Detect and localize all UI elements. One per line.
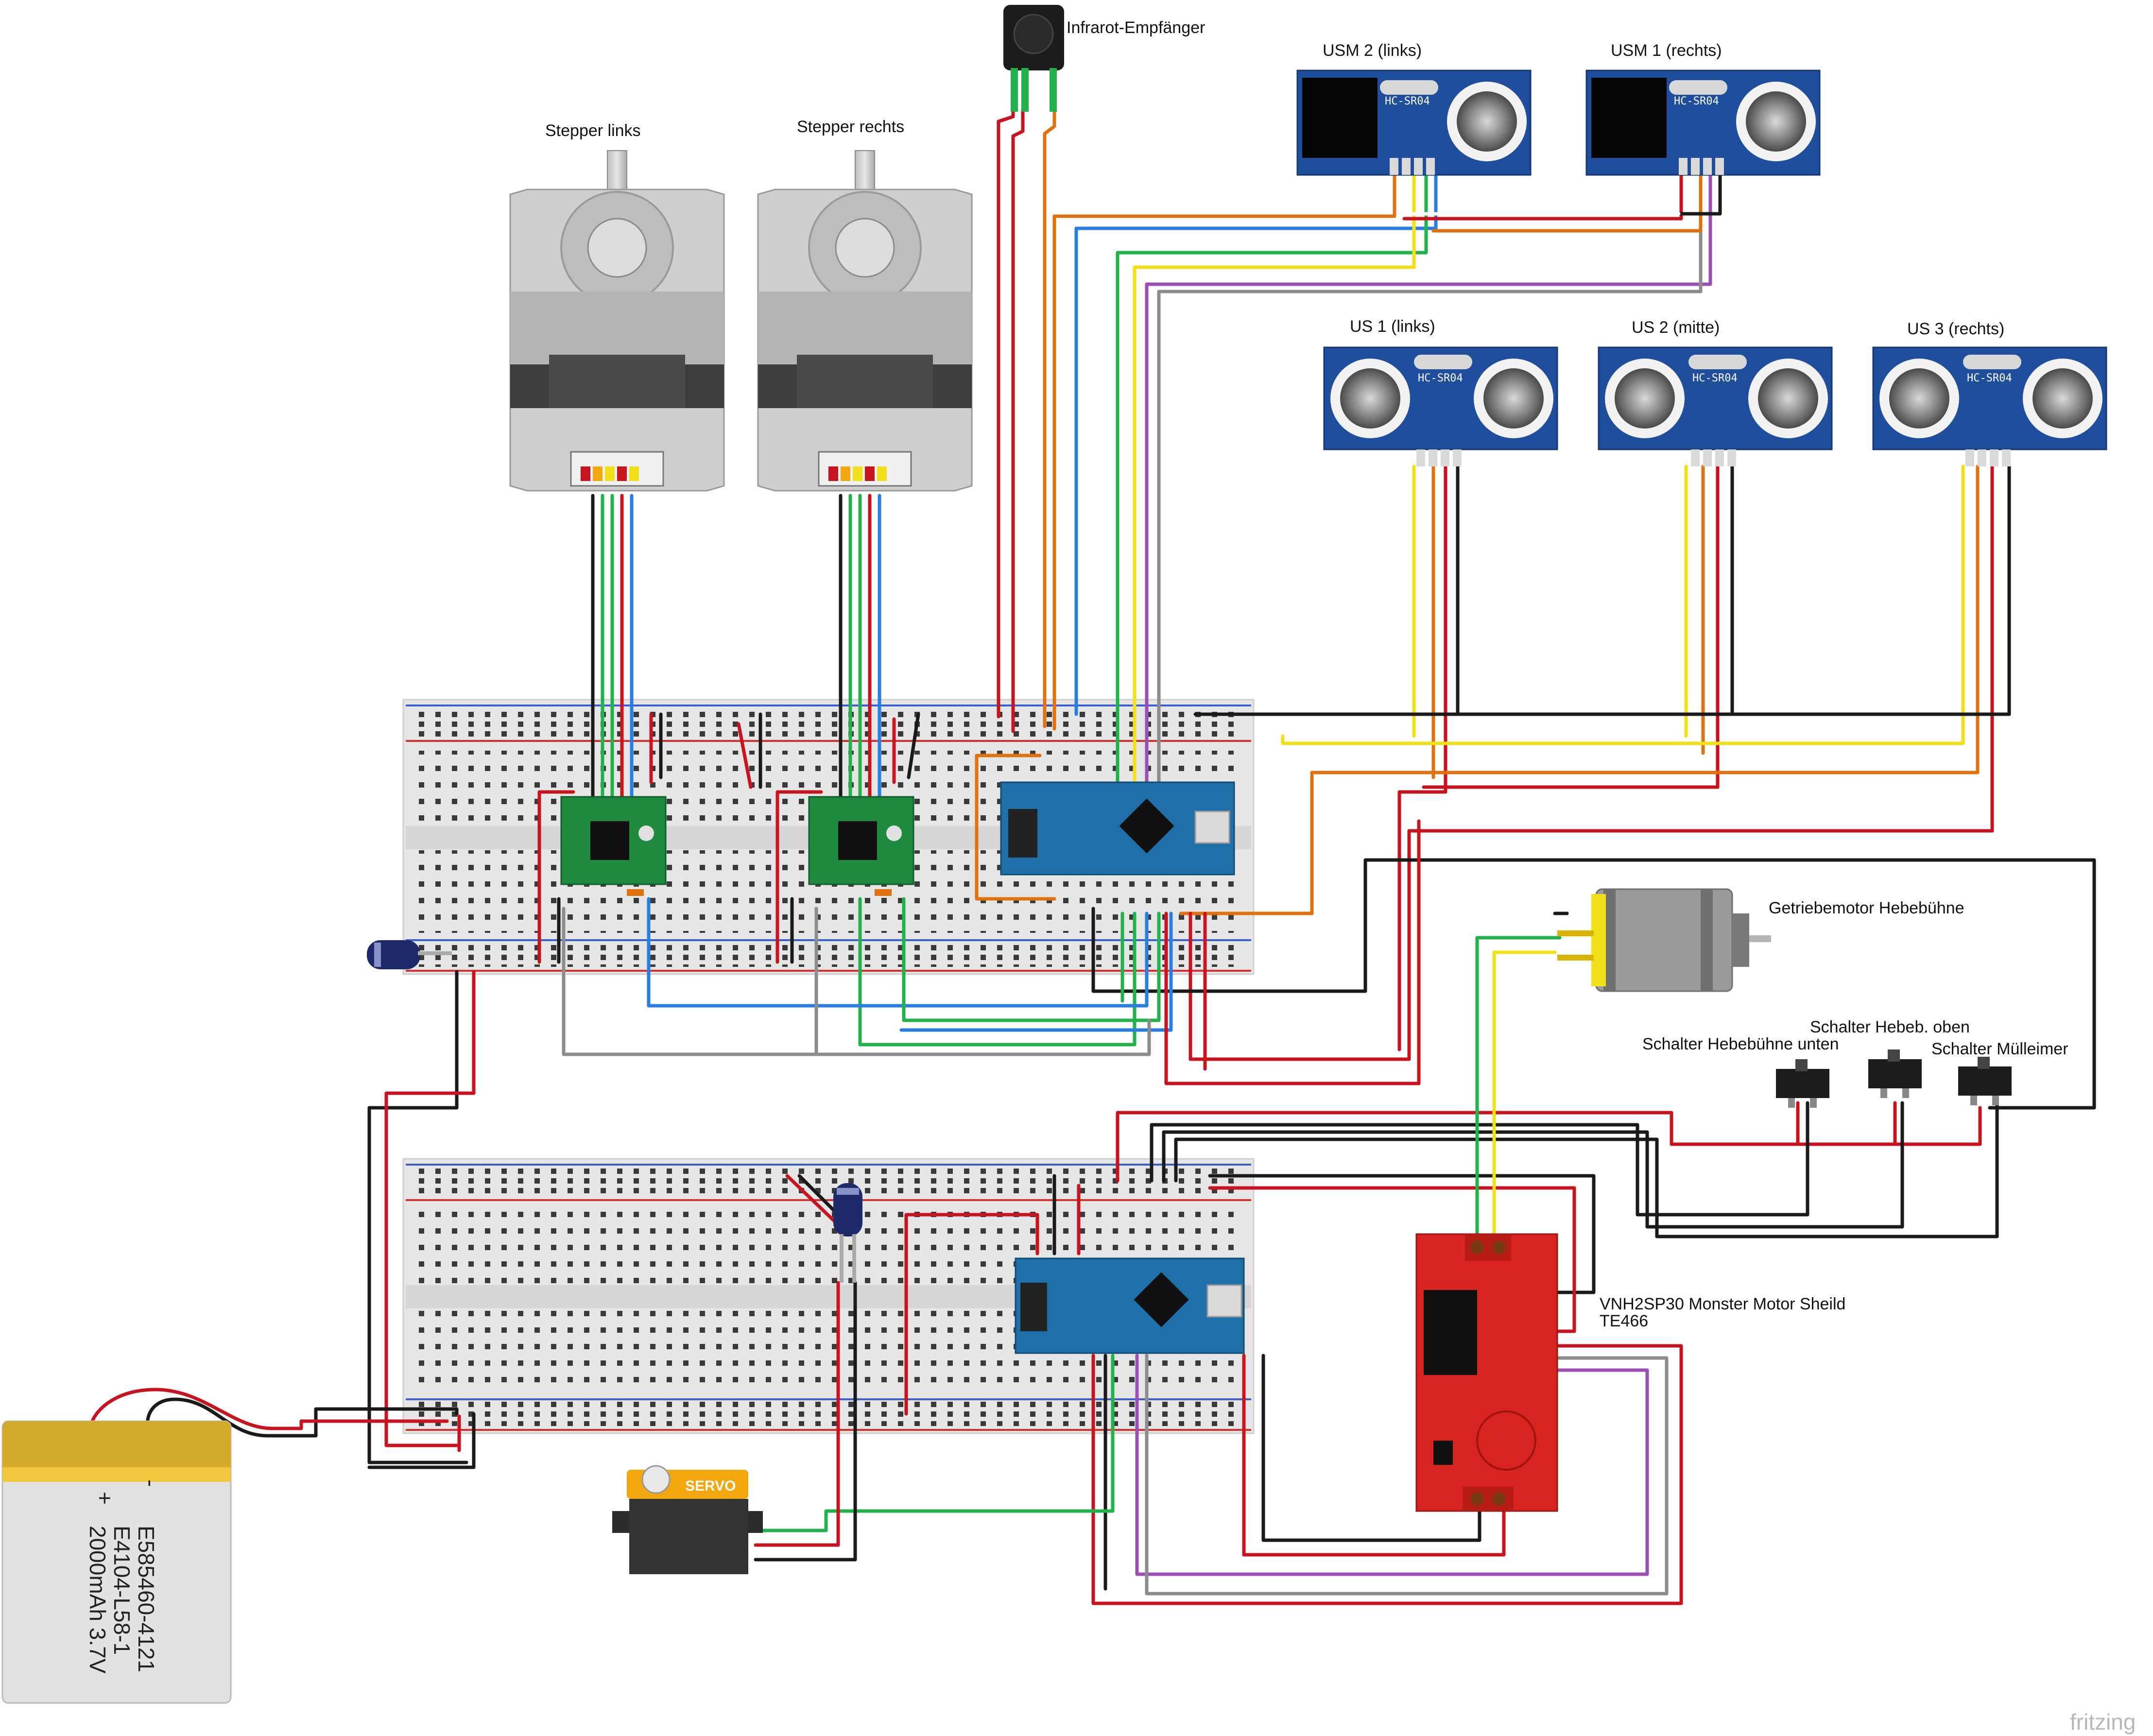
label-switch-top: Schalter Hebeb. oben — [1810, 1018, 1970, 1036]
label-switch-bottom: Schalter Hebebühne unten — [1642, 1035, 1839, 1053]
label-gear-motor: Getriebemotor Hebebühne — [1769, 899, 1964, 917]
label-motor-shield-1: VNH2SP30 Monster Motor Sheild — [1600, 1295, 1845, 1313]
ultrasonic-us2: HC-SR04 — [1598, 346, 1833, 466]
arduino-nano-top — [1000, 781, 1235, 876]
sensor-model-label: HC-SR04 — [1418, 372, 1463, 384]
wires — [90, 107, 2096, 1605]
switch-muelleimer — [1958, 1057, 2012, 1105]
capacitor-bottom — [833, 1183, 862, 1283]
ir-receiver — [1003, 5, 1064, 112]
ultrasonic-usm2: HC-SR04 — [1296, 69, 1532, 176]
label-us2: US 2 (mitte) — [1632, 318, 1720, 337]
battery: + - E585460-4121 E4104-L58-1 2000mAh 3.7… — [1, 1420, 232, 1704]
ultrasonic-usm1: HC-SR04 — [1585, 69, 1821, 176]
stepper-motor-left — [509, 150, 725, 492]
label-usm1: USM 1 (rechts) — [1611, 41, 1722, 60]
motor-shield — [1415, 1233, 1558, 1512]
stepper-driver-right — [808, 796, 914, 896]
gear-motor — [1557, 888, 1771, 992]
servo-label: SERVO — [685, 1478, 736, 1494]
ultrasonic-us1: HC-SR04 — [1323, 346, 1558, 466]
stepper-motor-right — [757, 150, 973, 492]
capacitor-top — [367, 940, 452, 969]
label-us1: US 1 (links) — [1350, 317, 1435, 336]
label-motor-shield-2: TE466 — [1600, 1312, 1648, 1330]
label-stepper-left: Stepper links — [545, 121, 641, 140]
label-ir-receiver: Infrarot-Empfänger — [1067, 18, 1205, 37]
stepper-driver-left — [560, 796, 667, 896]
label-us3: US 3 (rechts) — [1907, 320, 2004, 338]
label-stepper-right: Stepper rechts — [797, 118, 904, 136]
labels: Infrarot-Empfänger Stepper links Stepper… — [545, 18, 2136, 1735]
sensor-model-label: HC-SR04 — [1967, 372, 2012, 384]
label-usm2: USM 2 (links) — [1323, 41, 1422, 60]
sensor-model-label: HC-SR04 — [1385, 95, 1430, 107]
battery-label-line2: E4104-L58-1 — [109, 1526, 135, 1655]
battery-minus: - — [138, 1479, 164, 1487]
arduino-nano-bottom — [1015, 1257, 1245, 1354]
ultrasonic-us3: HC-SR04 — [1872, 346, 2107, 466]
battery-label-line3: 2000mAh 3.7V — [85, 1526, 110, 1674]
sensor-model-label: HC-SR04 — [1692, 372, 1738, 384]
switch-hebeb-oben — [1868, 1049, 1922, 1098]
switch-hebebuehne-unten — [1776, 1059, 1829, 1108]
servo: SERVO — [612, 1465, 763, 1574]
fritzing-watermark: fritzing — [2070, 1709, 2136, 1735]
battery-label-line1: E585460-4121 — [134, 1526, 159, 1672]
sensor-model-label: HC-SR04 — [1674, 95, 1719, 107]
label-switch-bin: Schalter Mülleimer — [1931, 1040, 2068, 1058]
battery-plus: + — [92, 1492, 118, 1505]
